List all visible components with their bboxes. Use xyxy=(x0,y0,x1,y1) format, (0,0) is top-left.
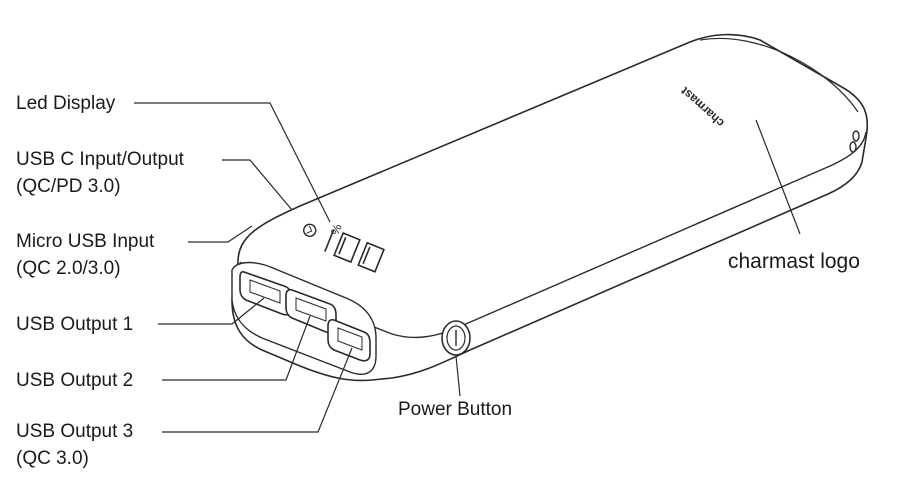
label-usb-output-3-line1: USB Output 3 xyxy=(16,421,134,442)
callout-usb-3 xyxy=(162,347,353,433)
label-led-display: Led Display xyxy=(16,93,116,114)
callout-charmast-logo xyxy=(755,119,801,235)
power-bank-body xyxy=(231,33,869,382)
callout-led-display xyxy=(134,102,331,223)
usb-output-3-port xyxy=(327,318,371,362)
label-usb-output-2: USB Output 2 xyxy=(16,370,134,391)
callout-usb-1 xyxy=(158,297,265,325)
label-power-button: Power Button xyxy=(398,399,513,420)
callout-power-button xyxy=(455,355,461,397)
callout-usb-2 xyxy=(162,315,311,381)
label-micro-usb-line2: (QC 2.0/3.0) xyxy=(16,258,121,279)
callout-lines xyxy=(134,102,801,433)
power-button-graphic xyxy=(441,320,471,356)
label-micro-usb-line1: Micro USB Input xyxy=(16,231,155,252)
led-digit-3 xyxy=(357,241,385,273)
label-usb-c-line1: USB C Input/Output xyxy=(16,149,184,170)
led-display xyxy=(303,223,385,273)
callout-usb-c xyxy=(222,159,293,211)
label-usb-output-1: USB Output 1 xyxy=(16,314,134,335)
usb-output-2-port xyxy=(285,288,337,334)
led-digit-1 xyxy=(324,229,335,252)
label-usb-output-3-line2: (QC 3.0) xyxy=(16,448,89,469)
callout-micro-usb xyxy=(188,225,253,243)
label-usb-c-line2: (QC/PD 3.0) xyxy=(16,176,121,197)
led-digit-2 xyxy=(333,232,361,264)
label-charmast-logo: charmast logo xyxy=(728,250,860,273)
side-vents xyxy=(849,130,860,153)
led-charge-icon xyxy=(303,223,317,238)
back-corner xyxy=(699,38,859,113)
